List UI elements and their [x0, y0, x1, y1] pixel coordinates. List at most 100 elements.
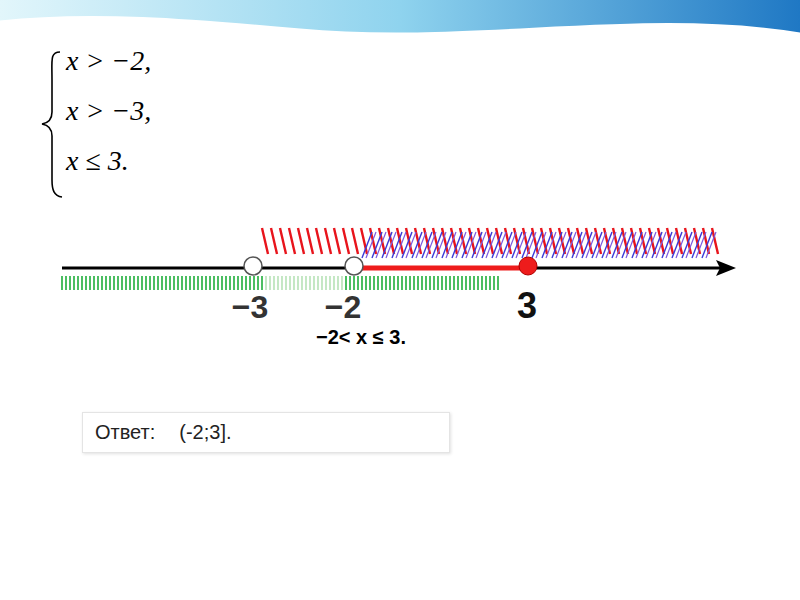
hatch-line	[316, 228, 322, 254]
hatch-line	[301, 276, 303, 290]
hatch-line	[396, 232, 406, 258]
hatch-line	[313, 276, 315, 290]
hatch-line	[493, 276, 495, 290]
hatch-line	[352, 228, 358, 254]
inequality: x > −3,	[66, 96, 151, 127]
number-axis	[62, 267, 722, 270]
hatch-line	[157, 276, 159, 290]
hatch-line	[189, 276, 191, 290]
hatch-line	[437, 276, 439, 290]
hatch-line	[421, 276, 423, 290]
hatch-line	[453, 276, 455, 290]
hatch-line	[149, 276, 151, 290]
hatch-line	[401, 276, 403, 290]
hatch-line	[345, 276, 347, 290]
open-point	[345, 257, 363, 275]
hatch-line	[289, 228, 295, 254]
open-point	[244, 257, 262, 275]
hatch-line	[173, 276, 175, 290]
hatch-line	[486, 232, 496, 258]
hatch-line	[426, 232, 436, 258]
hatch-line	[271, 228, 277, 254]
hatch-line	[261, 276, 263, 290]
hatch-line	[626, 232, 636, 258]
axis-number: 3	[517, 286, 537, 326]
hatch-line	[536, 232, 546, 258]
hatch-line	[285, 276, 287, 290]
hatch-line	[125, 276, 127, 290]
hatch-line	[586, 232, 596, 258]
hatch-line	[69, 276, 71, 290]
hatch-line	[385, 276, 387, 290]
hatch-line	[129, 276, 131, 290]
hatch-line	[666, 232, 676, 258]
hatch-line	[489, 276, 491, 290]
hatch-line	[97, 276, 99, 290]
hatch-line	[273, 276, 275, 290]
hatch-line	[217, 276, 219, 290]
hatch-line	[249, 276, 251, 290]
hatch-line	[566, 232, 576, 258]
hatch-line	[425, 276, 427, 290]
hatch-line	[197, 276, 199, 290]
hatch-line	[253, 276, 255, 290]
hatch-line	[137, 276, 139, 290]
header-swoosh	[0, 0, 800, 34]
hatch-line	[413, 276, 415, 290]
hatch-line	[433, 276, 435, 290]
hatch-line	[221, 276, 223, 290]
hatch-line	[321, 276, 323, 290]
hatch-line	[325, 276, 327, 290]
hatch-line	[305, 276, 307, 290]
hatch-line	[209, 276, 211, 290]
hatch-line	[361, 228, 367, 254]
hatch-line	[293, 276, 295, 290]
hatch-line	[73, 276, 75, 290]
hatch-line	[469, 276, 471, 290]
blue-hatching	[362, 232, 716, 258]
axis-number: −3	[232, 290, 268, 325]
solution-inequality: −2< x ≤ 3.	[316, 326, 406, 348]
hatch-line	[373, 276, 375, 290]
hatch-line	[477, 276, 479, 290]
system-brace	[42, 52, 62, 197]
hatch-line	[109, 276, 111, 290]
hatch-line	[269, 276, 271, 290]
hatch-line	[117, 276, 119, 290]
hatch-line	[445, 276, 447, 290]
hatch-line	[298, 228, 304, 254]
hatch-line	[89, 276, 91, 290]
hatch-line	[334, 228, 340, 254]
hatch-line	[377, 276, 379, 290]
hatch-line	[201, 276, 203, 290]
hatch-line	[576, 232, 586, 258]
hatch-line	[141, 276, 143, 290]
hatch-line	[237, 276, 239, 290]
hatch-line	[556, 232, 566, 258]
hatch-line	[646, 232, 656, 258]
hatch-line	[516, 232, 526, 258]
hatch-line	[357, 276, 359, 290]
hatch-line	[233, 276, 235, 290]
hatch-line	[77, 276, 79, 290]
hatch-line	[596, 232, 606, 258]
hatch-line	[257, 276, 259, 290]
axis-arrowhead	[716, 260, 736, 276]
hatch-line	[333, 276, 335, 290]
hatch-line	[546, 232, 556, 258]
hatch-line	[317, 276, 319, 290]
hatch-line	[506, 232, 516, 258]
hatch-line	[241, 276, 243, 290]
hatch-line	[429, 276, 431, 290]
hatch-line	[289, 276, 291, 290]
hatch-line	[205, 276, 207, 290]
hatch-line	[177, 276, 179, 290]
hatch-line	[181, 276, 183, 290]
hatch-line	[169, 276, 171, 290]
hatch-line	[145, 276, 147, 290]
hatch-line	[366, 232, 376, 258]
hatch-line	[473, 276, 475, 290]
hatch-line	[393, 276, 395, 290]
hatch-line	[476, 232, 486, 258]
hatch-line	[526, 232, 536, 258]
